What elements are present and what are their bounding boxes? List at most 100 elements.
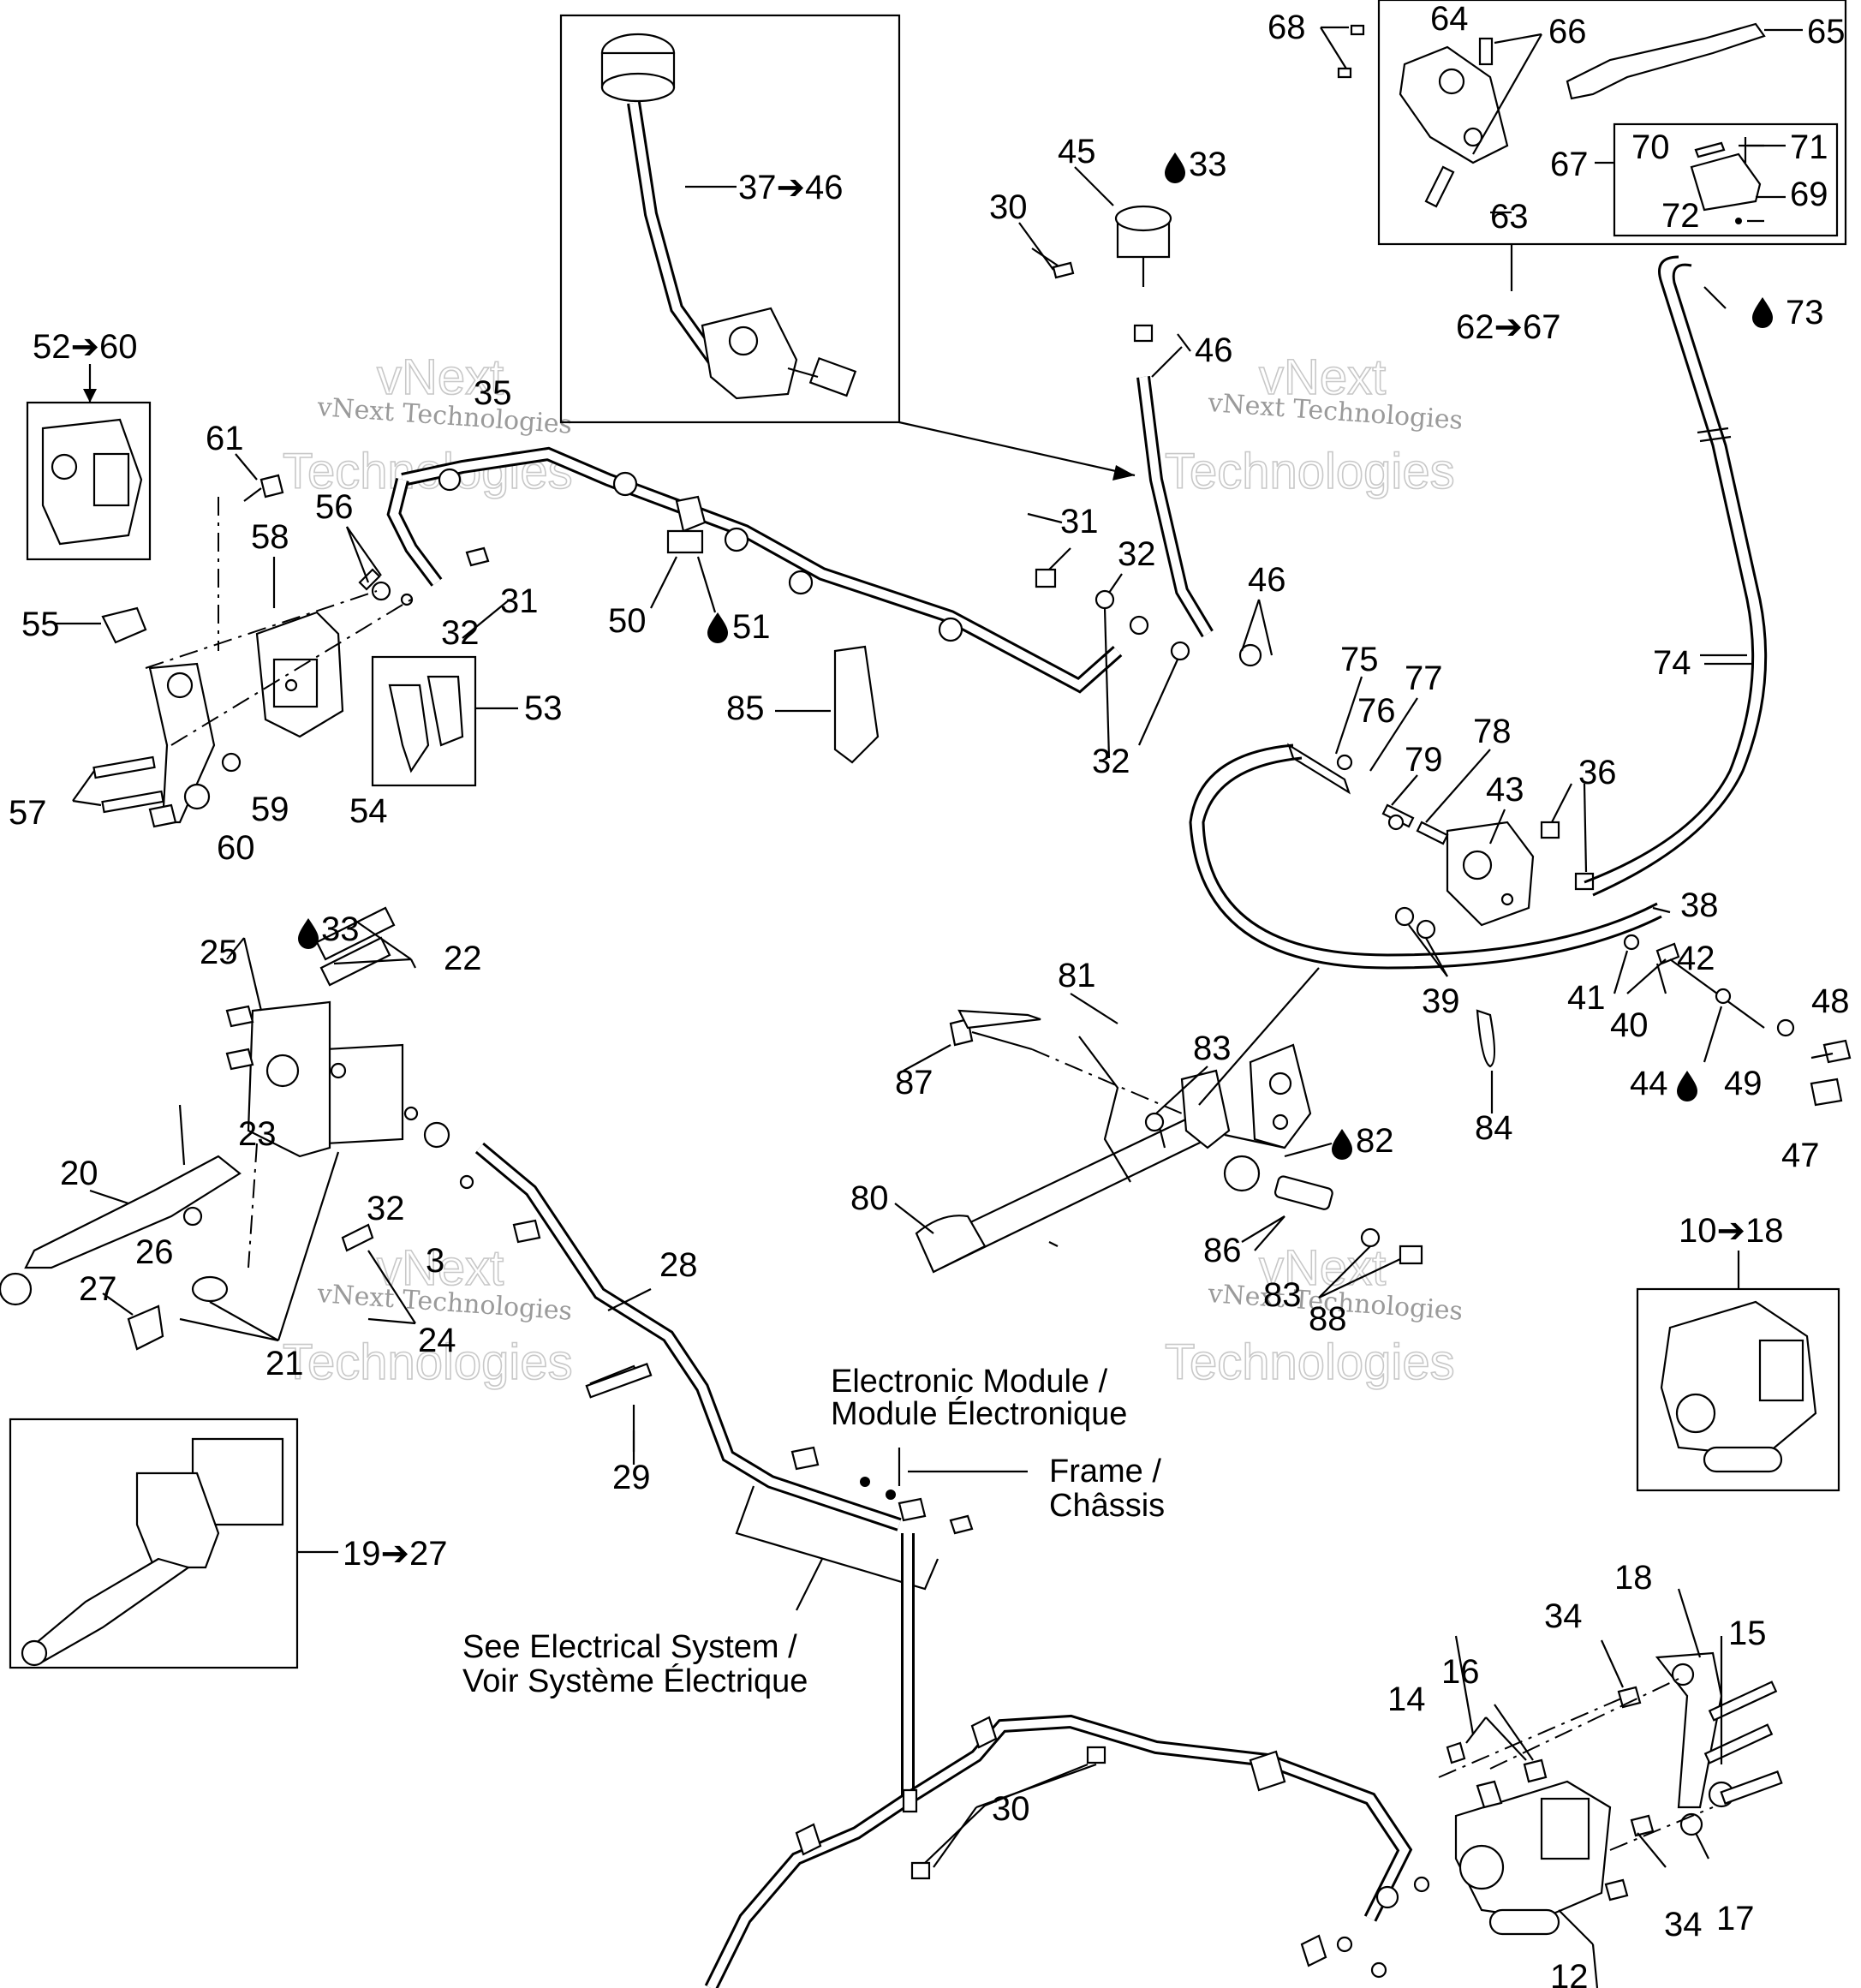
callout-39: 39 [1422,982,1460,1020]
callout-22: 22 [444,940,482,977]
callout-86: 86 [1203,1232,1242,1269]
callout-67: 67 [1550,146,1589,183]
callout-32: 32 [1118,535,1156,573]
callout-17: 17 [1716,1900,1755,1937]
watermark-group: vNext Technologies vNext Technologies vN… [282,349,1464,1391]
fluid-drop-icon [1332,1129,1352,1160]
inset-lever-assembly [1320,0,1847,291]
callout-31: 31 [1060,503,1099,540]
callout-84: 84 [1475,1109,1513,1147]
callout-47: 47 [1781,1137,1820,1174]
callout-88: 88 [1309,1300,1347,1338]
fluid-drop-icon [707,612,728,643]
callout-33: 33 [321,910,360,948]
callout-32: 32 [1092,743,1130,780]
callout-42: 42 [1677,940,1715,977]
callout-65: 65 [1807,13,1846,51]
callout-32: 32 [367,1190,405,1227]
note-see-electrical-fr: Voir Système Électrique [462,1663,808,1699]
leader-lines [89,166,1747,1864]
callout-10-18: 10➔18 [1679,1212,1784,1250]
note-frame-en: Frame / [1049,1454,1161,1490]
callout-36: 36 [1578,754,1617,791]
callout-60: 60 [217,829,255,867]
note-see-electrical-en: See Electrical System / [462,1629,797,1665]
callout-27: 27 [79,1270,117,1308]
callout-15: 15 [1728,1615,1767,1652]
callout-33: 33 [1189,146,1227,183]
callout-46: 46 [1195,331,1233,369]
inset-front-master-cylinder [9,1418,338,1669]
callout-56: 56 [315,488,354,526]
note-electronic-module-fr: Module Électronique [831,1395,1127,1432]
callout-83: 83 [1263,1276,1302,1314]
callout-49: 49 [1724,1065,1763,1102]
watermark-word: vNext [377,1240,504,1296]
notes-group: Electronic Module / Module Électronique … [462,1364,1165,1699]
fluid-drop-icon [298,918,319,949]
inset-rear-master-cylinder: 37➔46 [559,14,901,424]
callout-28: 28 [659,1246,698,1284]
callout-66: 66 [1548,13,1587,51]
callout-79: 79 [1405,741,1443,779]
callout-18: 18 [1614,1559,1653,1597]
callout-3: 3 [426,1242,444,1280]
callout-87: 87 [895,1064,933,1101]
watermark-word: vNext [1259,1240,1386,1296]
callout-44: 44 [1630,1065,1668,1102]
note-frame-fr: Châssis [1049,1488,1165,1524]
watermark-word: Technologies [283,1334,573,1390]
callout-51: 51 [732,608,771,646]
callout-40: 40 [1610,1006,1649,1044]
fluid-drop-icon [1752,297,1773,328]
callout-30: 30 [989,188,1028,226]
callout-74: 74 [1653,644,1691,682]
callout-85: 85 [726,690,765,727]
callout-29: 29 [612,1459,651,1496]
inset-front-caliper [26,364,152,561]
callout-55: 55 [21,606,60,643]
fluid-drop-icon [1165,152,1185,183]
callout-62-67: 62➔67 [1456,308,1561,346]
callout-78: 78 [1473,713,1512,750]
callout-32: 32 [441,614,480,652]
callout-54: 54 [349,792,388,830]
callout-75: 75 [1340,641,1379,678]
callout-81: 81 [1058,957,1096,994]
watermark-word: vNext [1259,349,1386,405]
callout-73: 73 [1786,294,1824,331]
callout-35: 35 [474,374,512,412]
callout-37-46: 37➔46 [738,169,844,206]
callout-46: 46 [1248,561,1286,599]
note-electronic-module-en: Electronic Module / [831,1364,1108,1400]
callout-38: 38 [1680,887,1719,924]
fluid-drop-icon [1677,1071,1697,1101]
callout-labels: 10➔18 12 14 15 16 17 18 19➔27 20 21 22 2… [9,0,1850,1988]
watermark-word: vNext [377,349,504,405]
callout-77: 77 [1405,660,1443,697]
callout-52-60: 52➔60 [33,328,138,366]
callout-69: 69 [1790,176,1828,213]
callout-21: 21 [265,1345,304,1382]
inset-rear-caliper [1636,1251,1840,1492]
callout-80: 80 [850,1179,889,1217]
callout-43: 43 [1486,771,1524,809]
callout-41: 41 [1567,979,1606,1017]
watermark-word: Technologies [1165,444,1455,499]
callout-58: 58 [251,518,289,556]
callout-70: 70 [1631,128,1670,166]
callout-53: 53 [524,690,563,727]
callout-34: 34 [1664,1906,1703,1943]
callout-76: 76 [1357,692,1396,730]
callout-26: 26 [135,1233,174,1271]
fluid-drop-icons [298,152,1773,1160]
callout-45: 45 [1058,133,1096,170]
callout-61: 61 [206,420,244,457]
callout-12: 12 [1550,1958,1589,1988]
callout-72: 72 [1661,197,1700,235]
callout-30: 30 [992,1790,1030,1828]
callout-83: 83 [1193,1030,1232,1067]
callout-34: 34 [1544,1597,1583,1635]
callout-19-27: 19➔27 [343,1535,448,1573]
